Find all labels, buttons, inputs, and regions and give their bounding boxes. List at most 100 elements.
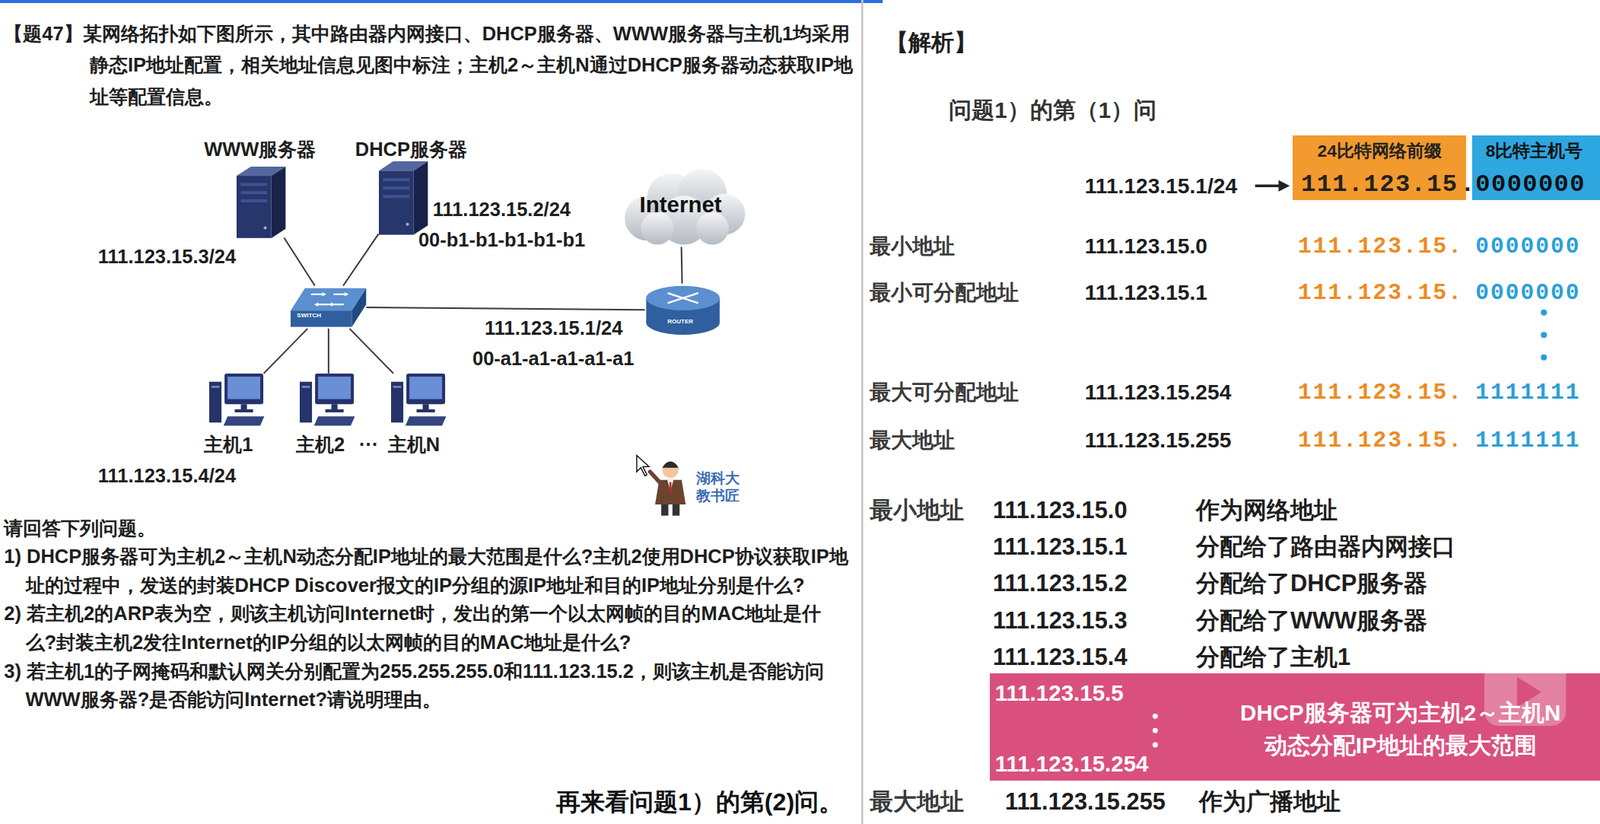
drawing-part	[382, 194, 410, 198]
node-label: 0000000	[1475, 169, 1586, 201]
node-label: 00-b1-b1-b1-b1-b1	[418, 228, 586, 253]
drawing-part	[209, 373, 265, 426]
ip-address: 111.123.15.255	[1084, 426, 1232, 454]
drawing-part	[325, 409, 344, 413]
row-label: 最小地址	[869, 496, 964, 526]
node-label: 111.123.15.5	[995, 679, 1124, 708]
node-label: ROUTER	[667, 318, 694, 326]
question-item: 1) DHCP服务器可为主机2～主机N动态分配IP地址的最大范围是什么?主机2使…	[3, 542, 851, 600]
drawing-part	[1540, 309, 1547, 316]
sub-heading: 问题1）的第（1）问	[948, 96, 1157, 125]
node-label: 111.123.15.2/24	[432, 197, 571, 223]
drawing-part	[314, 373, 354, 404]
router-icon	[645, 283, 721, 338]
drawing-part	[404, 416, 446, 426]
drawing-part	[655, 480, 686, 505]
host-icon	[209, 373, 267, 427]
drawing-part	[290, 310, 352, 327]
node-label: 00-a1-a1-a1-a1-a1	[472, 346, 634, 372]
server-icon	[378, 161, 428, 236]
drawing-part	[636, 455, 649, 477]
drawing-part	[1152, 728, 1158, 734]
ip-address: 111.123.15.0	[1084, 232, 1208, 260]
drawing-part	[311, 293, 347, 304]
node-label: Internet	[639, 190, 722, 220]
host-icon: 主机1111.123.15.4/24	[209, 373, 267, 427]
router-icon: ROUTER111.123.15.1/2400-a1-a1-a1-a1-a1	[645, 283, 721, 338]
drawing-part	[391, 381, 404, 424]
drawing-part	[378, 170, 414, 235]
binary-prefix: 111.123.15.	[1297, 378, 1464, 408]
prefix-box: 24比特网络前缀111.123.15	[1292, 135, 1467, 200]
drawing-part	[314, 292, 350, 307]
drawing-part	[382, 186, 410, 190]
server-icon: WWW服务器111.123.15.3/24	[236, 166, 286, 239]
node-label: 主机2	[295, 432, 345, 458]
switch-icon: SWITCH	[290, 286, 366, 329]
drawing-part	[645, 286, 720, 335]
drawing-part	[264, 233, 683, 374]
drawing-part	[318, 376, 351, 400]
binary-host: 1111111	[1475, 378, 1581, 408]
address-use: 分配给了DHCP服务器	[1196, 569, 1428, 599]
ip-address: 111.123.15.1/24	[1084, 172, 1238, 200]
drawing-part	[406, 373, 446, 404]
network-link	[283, 237, 315, 286]
watermark: 湖科大 教书匠	[696, 469, 744, 506]
drawing-part	[409, 376, 443, 400]
ip-address: 111.123.15.1	[992, 532, 1128, 563]
drawing-part	[1278, 180, 1291, 192]
node-label: 8比特主机号	[1485, 139, 1584, 162]
drawing-part	[672, 504, 680, 516]
binary-host: 1111111	[1475, 426, 1581, 455]
drawing-part	[299, 381, 312, 424]
binary-prefix: 111.123.15.	[1297, 279, 1464, 308]
binary-prefix: 111.123.15.	[1297, 232, 1464, 261]
network-link	[264, 328, 309, 374]
ip-address: 111.123.15.0	[992, 496, 1128, 526]
drawing-part	[223, 416, 265, 426]
drawing-part	[302, 385, 311, 389]
drawing-part	[661, 461, 678, 478]
node-label: 111.123.15.3/24	[98, 244, 236, 270]
drawing-part	[227, 376, 261, 400]
drawing-part	[241, 190, 268, 195]
address-use: 作为网络地址	[1196, 496, 1338, 526]
row-label: 最大地址	[869, 426, 955, 454]
node-label: 111.123.15.254	[995, 750, 1149, 779]
address-use: 分配给了主机1	[1196, 642, 1351, 673]
address-use: 作为广播地址	[1199, 787, 1341, 818]
drawing-part	[1255, 184, 1282, 188]
ip-address: 111.123.15.3	[992, 606, 1128, 637]
ellipsis-dots	[1145, 712, 1166, 754]
drawing-part	[211, 385, 220, 389]
ellipsis-mark: ···	[359, 432, 379, 458]
binary-host: 0000000	[1475, 232, 1581, 261]
row-label: 最大地址	[869, 787, 964, 818]
drawing-part	[392, 385, 401, 389]
drawing-part	[236, 166, 286, 239]
drawing-part	[224, 373, 264, 404]
question-block: 请回答下列问题。1) DHCP服务器可为主机2～主机N动态分配IP地址的最大范围…	[3, 513, 851, 715]
drawing-part	[290, 287, 366, 327]
question-item: 2) 若主机2的ARP表为空，则该主机访问Internet时，发出的第一个以太网…	[3, 599, 851, 657]
server-icon	[236, 166, 286, 239]
node-label: 111.123.15.4/24	[98, 464, 236, 489]
drawing-part	[661, 461, 678, 468]
ip-address: 111.123.15.254	[1084, 378, 1232, 406]
range-band: 111.123.15.5111.123.15.254DHCP服务器可为主机2～主…	[989, 673, 1600, 781]
ip-address: 111.123.15.2	[992, 569, 1128, 599]
drawing-part	[1152, 742, 1158, 748]
drawing-part	[667, 292, 698, 303]
binary-prefix: 111.123.15.	[1297, 426, 1464, 455]
host-icon: 主机N	[391, 373, 449, 427]
network-link	[349, 328, 394, 374]
ip-address: 111.123.15.4	[992, 642, 1128, 673]
drawing-part	[382, 178, 410, 182]
drawing-part	[264, 225, 268, 230]
network-link	[343, 233, 379, 286]
drawing-part	[413, 161, 428, 236]
pointer-arrow	[1255, 180, 1291, 192]
node-label: 111.123.15	[1300, 169, 1458, 201]
